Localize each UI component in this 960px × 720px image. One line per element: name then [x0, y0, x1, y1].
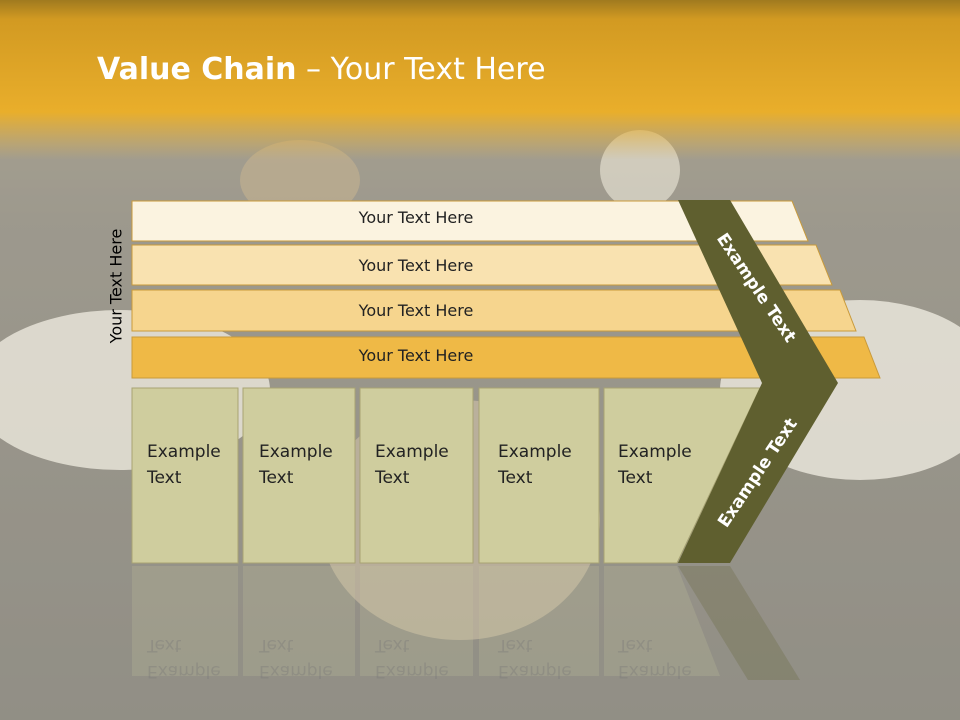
page-title: Value Chain – Your Text Here [97, 52, 546, 87]
box-5 [603, 387, 761, 564]
bar-label-1: Your Text Here [358, 208, 474, 227]
box-2 [242, 387, 356, 564]
box-reflection-shape-2 [243, 566, 355, 676]
box-4 [478, 387, 600, 564]
bar-label-3: Your Text Here [358, 301, 474, 320]
box-reflection-shape-4 [479, 566, 599, 676]
box-3 [359, 387, 474, 564]
chevron-reflection [678, 566, 800, 680]
bar-label-2: Your Text Here [358, 256, 474, 275]
box-reflection-shape-1 [132, 566, 238, 676]
title-rest: – Your Text Here [296, 52, 546, 87]
bar-1 [131, 200, 809, 242]
bar-4 [131, 336, 881, 379]
bar-2 [131, 244, 833, 286]
bar-3 [131, 289, 857, 332]
bar-label-4: Your Text Here [358, 346, 474, 365]
box-reflection-shape-3 [360, 566, 473, 676]
box-reflection-shape-5 [604, 566, 720, 676]
chevron-bottom [678, 383, 838, 563]
chevron-top [678, 200, 838, 383]
title-bold: Value Chain [97, 52, 297, 87]
box-1 [131, 387, 239, 564]
